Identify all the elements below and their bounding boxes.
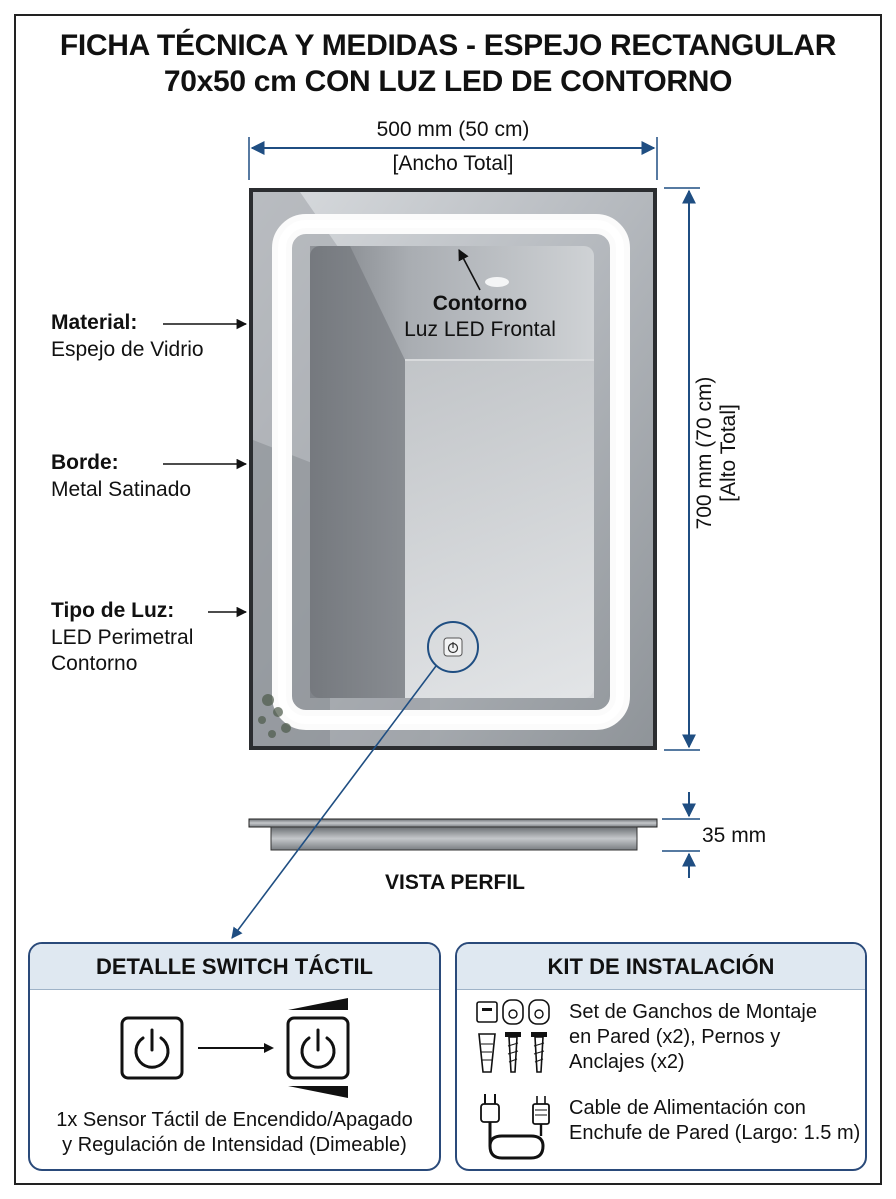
switch-detail-panel: DETALLE SWITCH TÁCTIL 1x Sensor Táctil d…: [28, 942, 441, 1171]
switch-description: 1x Sensor Táctil de Encendido/Apagado y …: [30, 1108, 439, 1158]
switch-desc-line-2: y Regulación de Intensidad (Dimeable): [62, 1134, 407, 1156]
kit-item-cable-line-1: Cable de Alimentación con: [569, 1097, 806, 1119]
contour-subtitle: Luz LED Frontal: [404, 318, 556, 341]
height-dimension-line: [664, 187, 700, 751]
depth-dimension-line: [662, 792, 700, 878]
title-line-1: FICHA TÉCNICA Y MEDIDAS - ESPEJO RECTANG…: [59, 29, 837, 62]
title-line-2: 70x50 cm CON LUZ LED DE CONTORNO: [163, 65, 733, 98]
kit-item-cable-line-2: Enchufe de Pared (Largo: 1.5 m): [569, 1122, 861, 1144]
spec-material: Material: Espejo de Vidrio: [51, 311, 204, 362]
width-dimension-line: [248, 137, 658, 180]
spec-light-type: Tipo de Luz: LED Perimetral Contorno: [51, 599, 193, 676]
kit-item-mounting-line-1: Set de Ganchos de Montaje: [569, 1001, 817, 1023]
height-value: 700 mm (70 cm): [693, 376, 716, 530]
mirror-front-view: [249, 188, 657, 750]
spec-border-label: Borde:: [51, 451, 119, 474]
power-plug-icon: [480, 1094, 550, 1160]
kit-item-cable: Cable de Alimentación con Enchufe de Par…: [569, 1096, 860, 1146]
page-title: FICHA TÉCNICA Y MEDIDAS - ESPEJO RECTANG…: [0, 28, 896, 100]
spec-light-type-value-1: LED Perimetral: [51, 626, 194, 649]
width-value: 500 mm (50 cm): [376, 118, 530, 141]
switch-desc-line-1: 1x Sensor Táctil de Encendido/Apagado: [56, 1109, 413, 1131]
power-icon: [300, 1028, 336, 1069]
spec-border-value: Metal Satinado: [51, 478, 192, 501]
switch-leader-line: [231, 665, 437, 939]
spec-light-type-label: Tipo de Luz:: [51, 599, 175, 622]
switch-panel-title: DETALLE SWITCH TÁCTIL: [30, 944, 439, 990]
width-note: [Ancho Total]: [392, 152, 514, 175]
page-frame: [14, 14, 882, 1185]
contour-arrow: [458, 249, 481, 291]
mounting-hook-icon: [476, 999, 550, 1025]
kit-icons: [476, 999, 550, 1160]
brightness-ramp-icon: [288, 998, 348, 1098]
installation-kit-panel: KIT DE INSTALACIÓN: [455, 942, 867, 1171]
power-icon: [134, 1028, 170, 1069]
kit-item-mounting: Set de Ganchos de Montaje en Pared (x2),…: [569, 1000, 817, 1075]
spec-material-value: Espejo de Vidrio: [51, 338, 204, 361]
spec-material-label: Material:: [51, 311, 138, 334]
profile-view: [248, 818, 658, 851]
switch-illustration: [120, 998, 350, 1098]
kit-panel-title: KIT DE INSTALACIÓN: [457, 944, 865, 990]
screw-icon: [505, 1032, 547, 1073]
depth-value: 35 mm: [702, 824, 767, 847]
spec-light-type-value-2: Contorno: [51, 652, 138, 675]
height-label: 700 mm (70 cm) [Alto Total]: [693, 323, 743, 583]
wall-anchor-icon: [478, 1033, 496, 1073]
contour-label: Contorno Luz LED Frontal: [370, 292, 590, 342]
kit-item-mounting-line-3: Anclajes (x2): [569, 1051, 685, 1073]
spec-border: Borde: Metal Satinado: [51, 451, 191, 502]
profile-label: VISTA PERFIL: [384, 871, 525, 894]
height-note: [Alto Total]: [717, 404, 740, 502]
contour-title: Contorno: [432, 292, 528, 315]
kit-item-mounting-line-2: en Pared (x2), Pernos y: [569, 1026, 781, 1048]
